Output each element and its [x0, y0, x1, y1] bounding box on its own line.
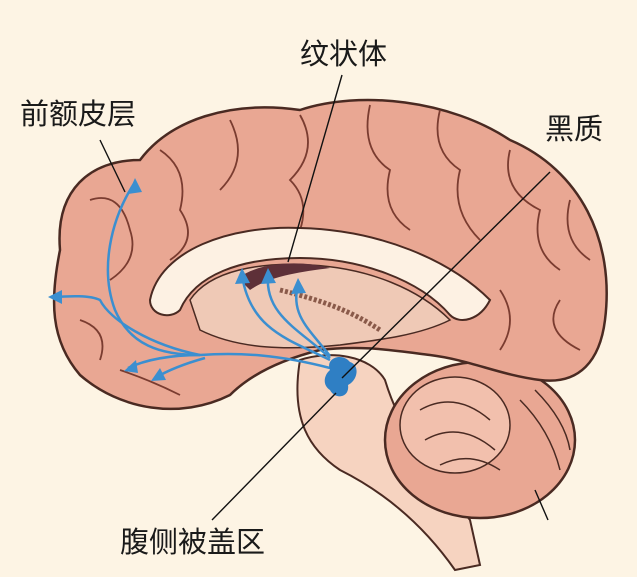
label-vta: 腹侧被盖区: [120, 525, 266, 559]
gyri: [79, 104, 591, 396]
striatum: [238, 263, 330, 290]
arrowheads: [48, 178, 306, 381]
cerebellum: [383, 360, 577, 520]
vta-nucleus: [324, 356, 357, 397]
label-prefrontal-cortex: 前额皮层: [20, 97, 137, 131]
corpus-callosum: [148, 226, 492, 321]
leader-lines: [99, 74, 551, 521]
label-substantia-nigra: 黑质: [545, 112, 604, 146]
label-striatum: 纹状体: [300, 37, 388, 71]
